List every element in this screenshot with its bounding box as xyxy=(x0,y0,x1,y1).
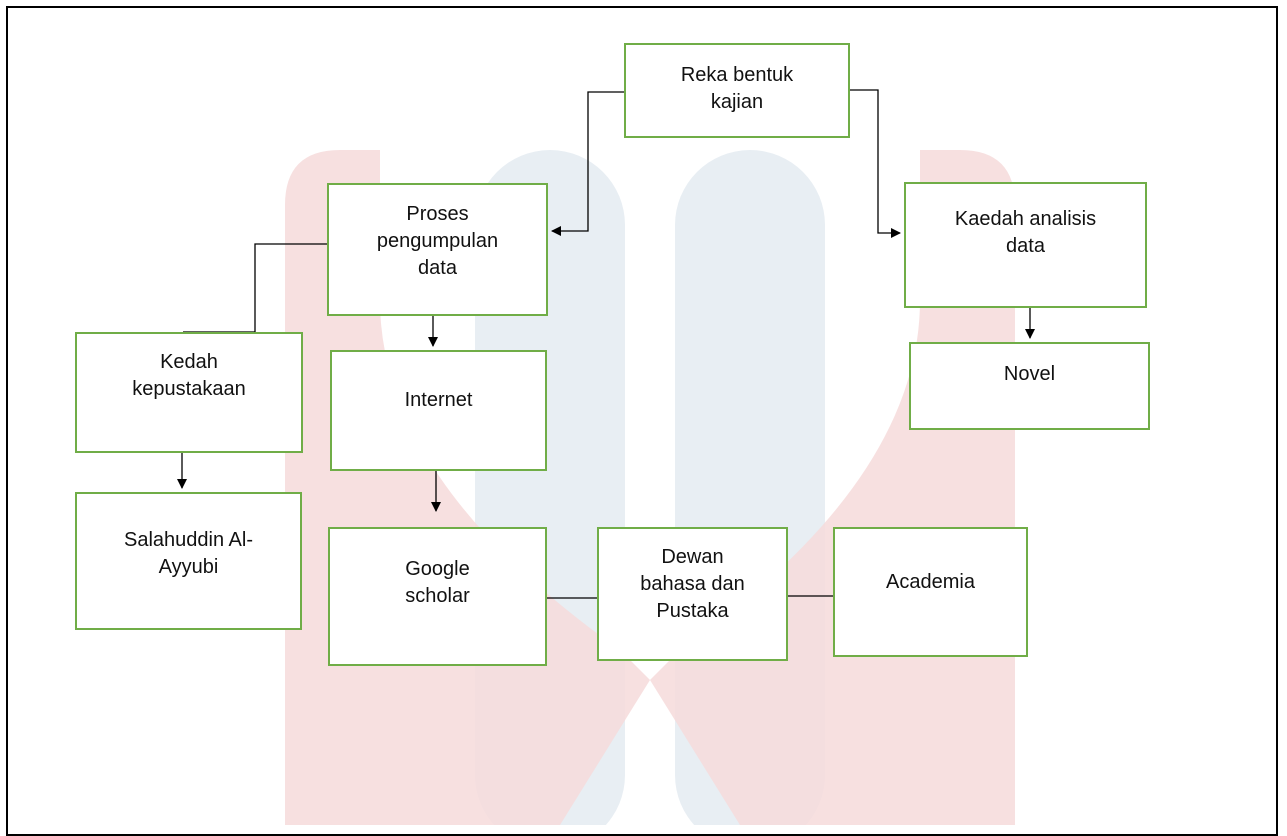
node-label: Kedah kepustakaan xyxy=(132,351,246,400)
node-reka-bentuk-kajian: Reka bentuk kajian xyxy=(624,43,850,138)
node-label: Proses pengumpulan data xyxy=(376,203,499,279)
node-dewan-bahasa-dan-pustaka: Dewan bahasa dan Pustaka xyxy=(597,527,788,661)
node-label: Reka bentuk kajian xyxy=(680,64,794,113)
node-label: Google scholar xyxy=(405,558,470,607)
node-label: Dewan bahasa dan Pustaka xyxy=(640,546,745,622)
edge-reka-kaedah xyxy=(850,89,901,238)
node-internet: Internet xyxy=(330,350,547,471)
node-kaedah-analisis-data: Kaedah analisis data xyxy=(904,182,1147,308)
node-novel: Novel xyxy=(909,342,1150,430)
node-academia: Academia xyxy=(833,527,1028,657)
node-label: Salahuddin Al- Ayyubi xyxy=(124,529,253,578)
node-label: Academia xyxy=(886,571,975,593)
node-kedah-kepustakaan: Kedah kepustakaan xyxy=(75,332,303,453)
node-salahuddin-al-ayyubi: Salahuddin Al- Ayyubi xyxy=(75,492,302,630)
node-google-scholar: Google scholar xyxy=(328,527,547,666)
node-label: Internet xyxy=(404,389,473,411)
edge-proses-kedah xyxy=(183,243,327,333)
edge-reka-proses xyxy=(551,91,624,236)
node-label: Kaedah analisis data xyxy=(954,208,1097,257)
node-proses-pengumpulan-data: Proses pengumpulan data xyxy=(327,183,548,316)
node-label: Novel xyxy=(1003,363,1056,385)
